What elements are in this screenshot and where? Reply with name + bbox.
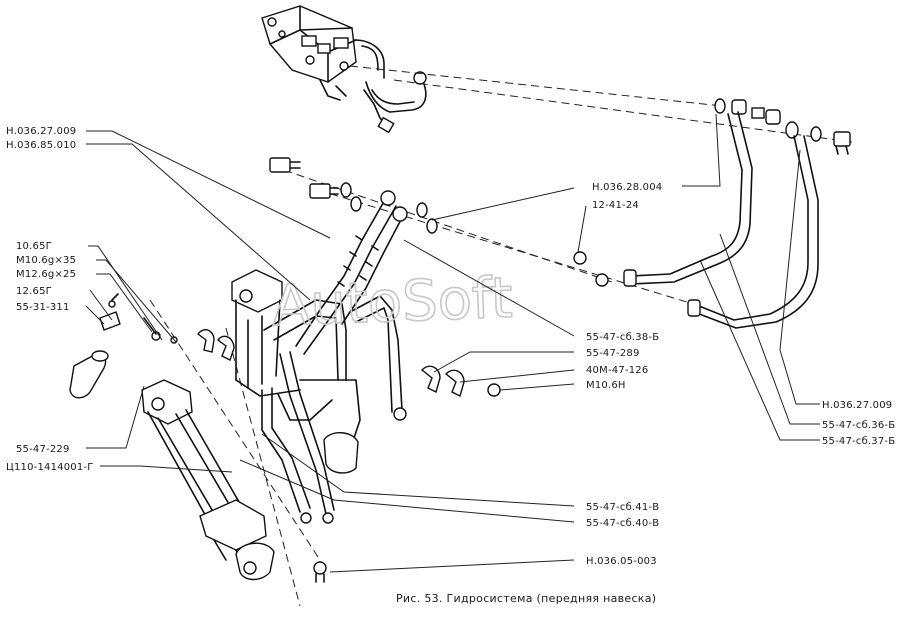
label-n036-27-009-left: Н.036.27.009 [6, 126, 76, 137]
label-10-65g: 10.65Г [16, 241, 52, 252]
label-12-41-24: 12-41-24 [592, 200, 639, 211]
label-m10-bolt: М10.6g×35 [16, 255, 76, 266]
label-n036-27-009-right: Н.036.27.009 [822, 400, 892, 411]
label-n036-05-003: Н.036.05-003 [586, 556, 657, 567]
pipes-lower [261, 351, 335, 524]
clips-small-parts [69, 251, 609, 583]
figure-caption: Рис. 53. Гидросистема (передняя навеска) [396, 592, 656, 605]
label-m12-bolt: М12.6g×25 [16, 269, 76, 280]
label-m10-nut: М10.6Н [586, 380, 626, 391]
label-55-47-sb40v: 55-47-сб.40-В [586, 518, 659, 529]
distributor-valve [261, 5, 427, 134]
label-55-47-sb36b: 55-47-сб.36-Б [822, 420, 895, 431]
label-55-47-229: 55-47-229 [16, 444, 70, 455]
label-12-65g: 12.65Г [16, 286, 52, 297]
label-cylinder-c110: Ц110-1414001-Г [6, 462, 94, 473]
label-55-47-sb38b: 55-47-сб.38-Б [586, 332, 659, 343]
label-n036-85-010: Н.036.85.010 [6, 140, 76, 151]
label-n036-28-004: Н.036.28.004 [592, 182, 662, 193]
label-55-47-289: 55-47-289 [586, 348, 640, 359]
hydraulic-cylinder-main [141, 379, 275, 581]
label-40m-47-126: 40М-47-126 [586, 365, 648, 376]
front-cylinders-center [231, 269, 407, 474]
leader-lines [85, 113, 820, 573]
pipes-center [295, 190, 408, 355]
watermark-text: AutoSoft [271, 266, 514, 339]
label-55-47-sb41v: 55-47-сб.41-В [586, 502, 659, 513]
label-55-31-311: 55-31-311 [16, 302, 70, 313]
pipes-right [623, 111, 819, 329]
label-55-47-sb37b: 55-47-сб.37-Б [822, 436, 895, 447]
part-labels: Н.036.27.009 Н.036.85.010 10.65Г М10.6g×… [6, 126, 895, 567]
bolts-upper-left [269, 157, 438, 234]
